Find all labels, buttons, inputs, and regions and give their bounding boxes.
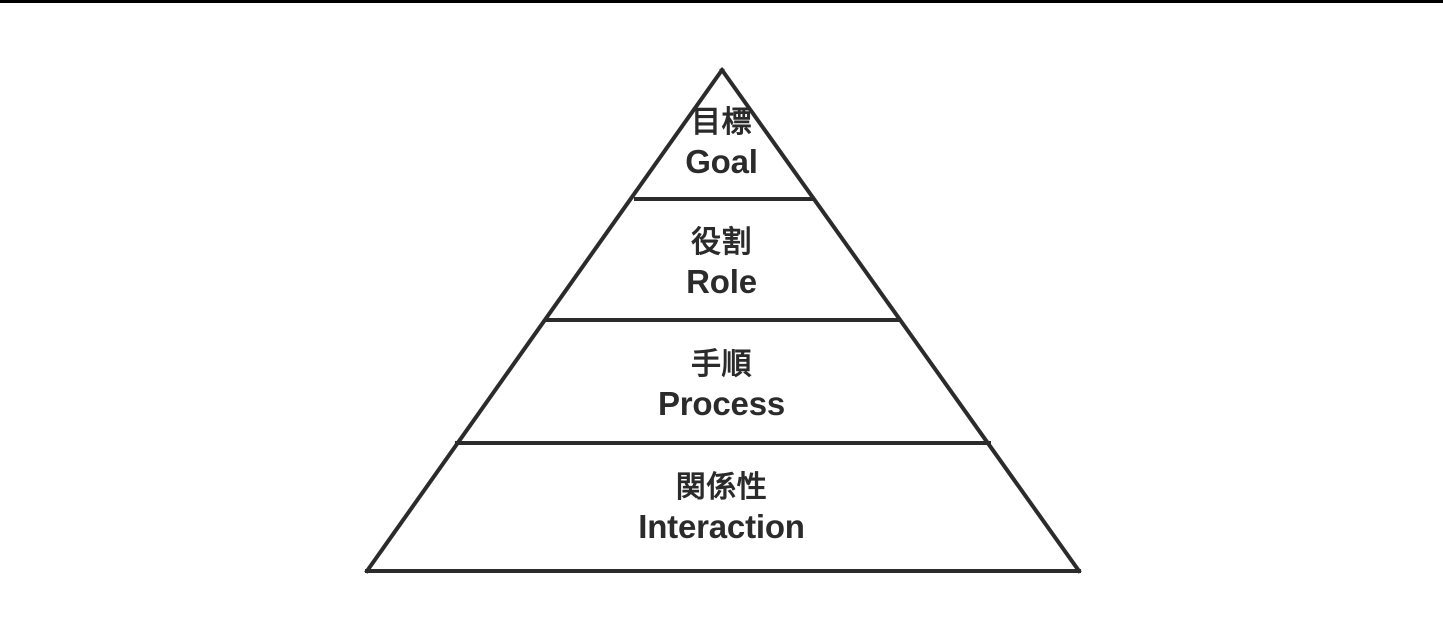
tier-interaction-label-jp: 関係性	[675, 471, 768, 504]
pyramid-tier-interaction: 関係性 Interaction	[0, 471, 1443, 545]
pyramid-left-edge	[364, 67, 725, 574]
tier-goal-label-en: Goal	[685, 143, 758, 180]
tier-process-label-en: Process	[657, 385, 786, 422]
tier-process-label-jp: 手順	[691, 348, 752, 381]
pyramid-tier-goal: 目標 Goal	[0, 106, 1443, 180]
tier-goal-label-jp: 目標	[691, 106, 752, 139]
tier-role-label-jp: 役割	[691, 226, 752, 259]
tier-role-label-en: Role	[686, 263, 757, 300]
pyramid-tier-process: 手順 Process	[0, 348, 1443, 422]
top-rule-divider	[0, 0, 1443, 3]
pyramid-tier-role: 役割 Role	[0, 226, 1443, 300]
tier-interaction-label-en: Interaction	[638, 508, 805, 545]
